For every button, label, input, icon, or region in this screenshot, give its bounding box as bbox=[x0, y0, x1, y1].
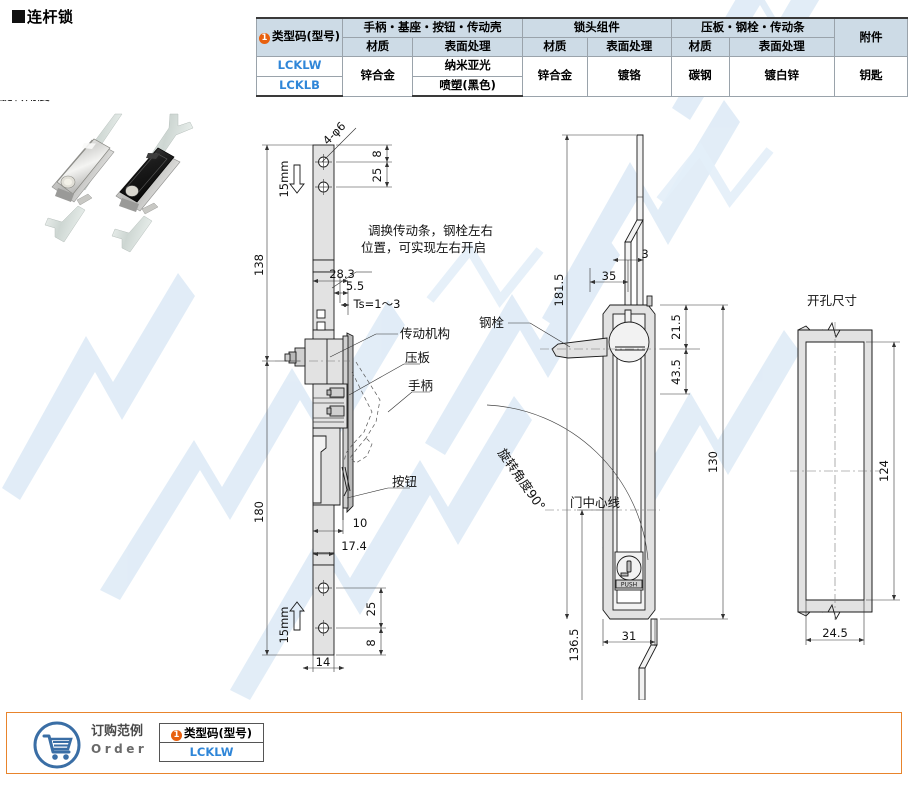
dim-138: 138 bbox=[252, 254, 266, 276]
cell-rod-material: 碳钢 bbox=[670, 55, 730, 97]
dim-17-4: 17.4 bbox=[341, 539, 367, 553]
order-table-header-label: 类型码(型号) bbox=[183, 726, 252, 740]
col-header-rod-group: 压板・钢栓・传动条 bbox=[670, 17, 836, 38]
page-title-text: 连杆锁 bbox=[27, 8, 74, 26]
order-label: 订购范例 Order bbox=[91, 723, 147, 757]
cell-rod-finish: 镀白锌 bbox=[728, 55, 836, 97]
badge-number: 1 bbox=[170, 730, 182, 741]
label-handle: 手柄 bbox=[408, 378, 433, 393]
cart-icon bbox=[33, 721, 81, 769]
label-button: 按钮 bbox=[392, 474, 417, 489]
order-label-en: Order bbox=[91, 741, 148, 756]
dim-top-25: 25 bbox=[370, 168, 384, 183]
product-photo bbox=[44, 113, 194, 253]
sub-header-handle-material: 材质 bbox=[342, 36, 414, 57]
dim-24-5: 24.5 bbox=[822, 626, 848, 640]
cell-handle-material: 锌合金 bbox=[342, 55, 414, 97]
rotation-angle-text-group: 旋转角度90° bbox=[495, 446, 549, 514]
dim-136-5: 136.5 bbox=[567, 629, 581, 662]
order-table-value-row: LCKLW bbox=[159, 742, 264, 762]
label-stroke-top: 15mm bbox=[277, 160, 291, 197]
col-header-type-code-label: 类型码(型号) bbox=[272, 29, 341, 44]
label-steel-bolt: 钢栓 bbox=[479, 315, 505, 330]
dim-180: 180 bbox=[252, 501, 266, 523]
dim-5-5: 5.5 bbox=[346, 279, 364, 293]
page-title: 连杆锁 bbox=[12, 6, 74, 27]
sub-header-handle-finish: 表面处理 bbox=[412, 36, 523, 57]
front-view-group: PUSH 181.5 136.5 35 3 21.5 43. bbox=[0, 100, 728, 700]
dim-28-3: 28.3 bbox=[329, 267, 355, 281]
cell-accessory: 钥匙 bbox=[834, 55, 908, 97]
handle-swing-dashed bbox=[343, 361, 381, 464]
dim-14: 14 bbox=[316, 655, 331, 669]
label-rotation-angle: 旋转角度90° bbox=[0, 100, 72, 103]
cell-lock-material: 锌合金 bbox=[521, 55, 588, 97]
dim-124: 124 bbox=[877, 460, 891, 482]
cell-handle-finish-w: 纳米亚光 bbox=[412, 55, 523, 77]
order-table-value: LCKLW bbox=[159, 742, 264, 762]
hole-view-title: 开孔尺寸 bbox=[807, 293, 857, 308]
dim-bottom-8: 8 bbox=[364, 639, 378, 646]
note-line-1: 调换传动条，钢栓左右 bbox=[368, 223, 493, 238]
dim-31: 31 bbox=[622, 629, 637, 643]
dim-top-8: 8 bbox=[370, 150, 384, 157]
label-rotation-angle-text: 旋转角度90° bbox=[495, 446, 549, 514]
sub-header-rod-material: 材质 bbox=[670, 36, 730, 57]
stroke-arrow-top: 15mm bbox=[277, 160, 305, 198]
sub-header-lock-finish: 表面处理 bbox=[586, 36, 672, 57]
col-header-lock-group: 锁头组件 bbox=[521, 17, 672, 38]
label-door-centerline: 门中心线 bbox=[570, 495, 621, 510]
col-header-accessory: 附件 bbox=[834, 17, 908, 57]
cell-lock-finish: 镀铬 bbox=[586, 55, 672, 97]
dim-181-5: 181.5 bbox=[552, 274, 566, 307]
hole-view-group: 开孔尺寸 124 24.5 bbox=[790, 293, 900, 645]
table-row: LCKLW 锌合金 纳米亚光 锌合金 镀铬 碳钢 镀白锌 钥匙 bbox=[255, 55, 908, 97]
dim-bottom-25: 25 bbox=[364, 602, 378, 617]
dim-ts: Ts=1～3 bbox=[353, 297, 401, 311]
dim-21-5: 21.5 bbox=[669, 314, 683, 340]
table-row: LCKLB 喷塑(黑色) bbox=[255, 75, 908, 97]
product-silver bbox=[44, 113, 123, 243]
label-4-phi-6: 4-φ6 bbox=[320, 119, 349, 148]
dim-3: 3 bbox=[641, 247, 648, 261]
cell-code-lcklb: LCKLB bbox=[255, 75, 344, 97]
technical-drawing: 138 180 15mm 15mm 4-φ6 8 25 调换传动条，钢栓左右 位… bbox=[0, 100, 900, 700]
dim-43-5: 43.5 bbox=[669, 359, 683, 385]
note-line-2: 位置，可实现左右开启 bbox=[361, 240, 486, 255]
label-stroke-bottom: 15mm bbox=[277, 606, 291, 643]
order-label-cn: 订购范例 bbox=[91, 724, 144, 739]
side-view-group: 138 180 15mm 15mm 4-φ6 8 25 调换传动条，钢栓左右 位… bbox=[252, 119, 493, 672]
badge-number: 1 bbox=[259, 33, 270, 45]
label-push: PUSH bbox=[621, 582, 637, 589]
stroke-arrow-bottom: 15mm bbox=[277, 601, 305, 644]
cell-handle-finish-b: 喷塑(黑色) bbox=[412, 75, 523, 97]
dim-35: 35 bbox=[602, 269, 617, 283]
label-drive-mechanism: 传动机构 bbox=[400, 326, 450, 341]
label-press-plate: 压板 bbox=[405, 350, 431, 365]
title-square-bullet bbox=[12, 10, 25, 23]
dim-130: 130 bbox=[706, 451, 720, 473]
cell-code-lcklw: LCKLW bbox=[255, 55, 344, 77]
dim-10: 10 bbox=[353, 516, 368, 530]
sub-header-rod-finish: 表面处理 bbox=[728, 36, 836, 57]
spec-table-body: LCKLW 锌合金 纳米亚光 锌合金 镀铬 碳钢 镀白锌 钥匙 LCKLB 喷塑… bbox=[255, 55, 908, 97]
sub-header-lock-material: 材质 bbox=[521, 36, 588, 57]
spec-table-sub-header-row: 材质 表面处理 材质 表面处理 材质 表面处理 bbox=[257, 36, 908, 57]
col-header-handle-group: 手柄・基座・按钮・传动壳 bbox=[342, 17, 523, 38]
product-black bbox=[111, 113, 194, 253]
